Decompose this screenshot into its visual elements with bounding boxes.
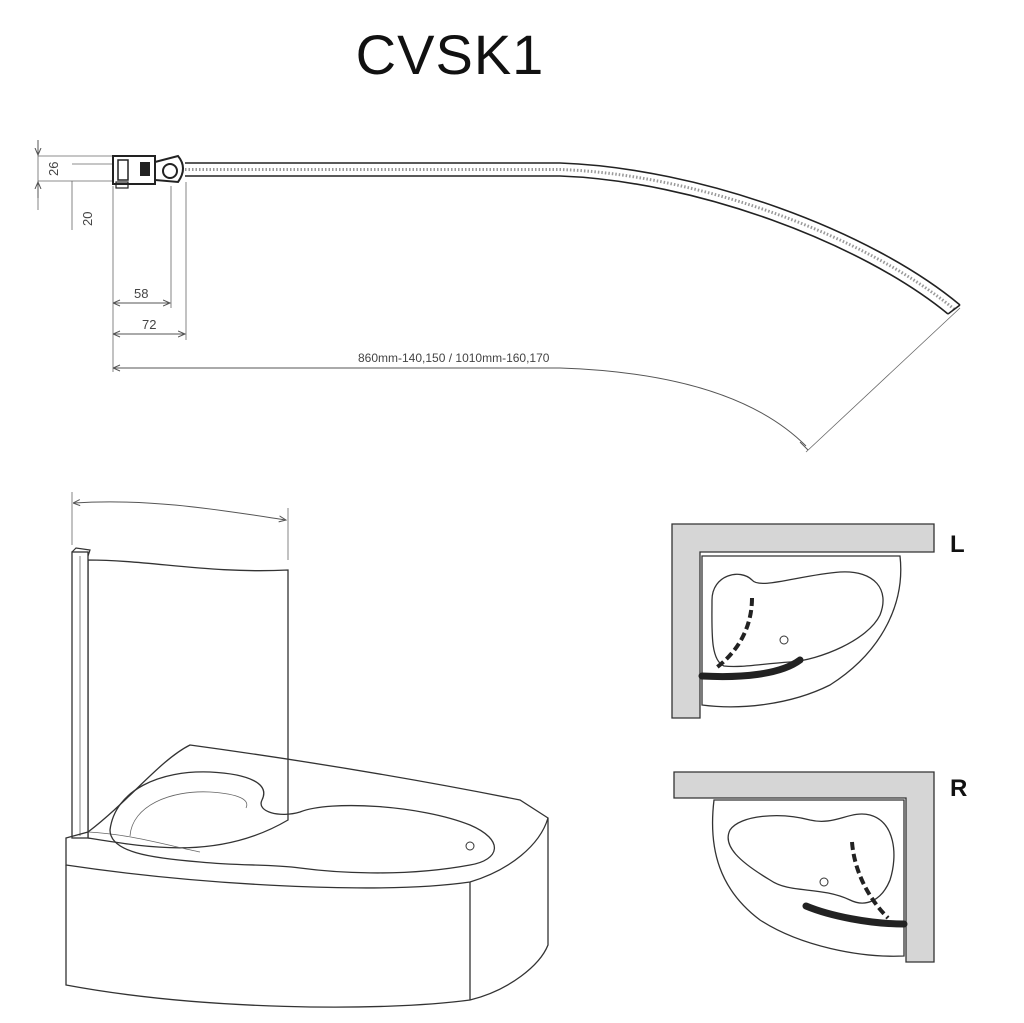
- vertical-dimension: 26 20: [38, 140, 112, 230]
- curved-glass: [185, 162, 961, 315]
- dim-58-label: 58: [134, 286, 148, 301]
- dim-26-label: 26: [46, 162, 61, 176]
- span-label: 860mm-140,150 / 1010mm-160,170: [358, 351, 550, 365]
- horizontal-dimensions: 58 72: [112, 182, 187, 372]
- isometric-view: [65, 492, 549, 1008]
- wall-profile: [112, 154, 184, 189]
- span-dimension: 860mm-140,150 / 1010mm-160,170: [114, 307, 961, 453]
- wall-profile-iso: [71, 547, 91, 839]
- dim-20-label: 20: [80, 212, 95, 226]
- page-title: CVSK1: [355, 23, 545, 86]
- variant-right-label: R: [950, 775, 967, 802]
- variant-right-plan: R: [673, 771, 967, 963]
- variant-left-plan: L: [671, 523, 965, 719]
- glass-panel: [87, 559, 289, 853]
- variant-left-label: L: [950, 531, 965, 558]
- dim-72-label: 72: [142, 317, 156, 332]
- bathtub: [65, 744, 549, 1008]
- plan-view: 26 20 58 72 860mm-140,150 / 1010mm-160,1…: [38, 140, 961, 453]
